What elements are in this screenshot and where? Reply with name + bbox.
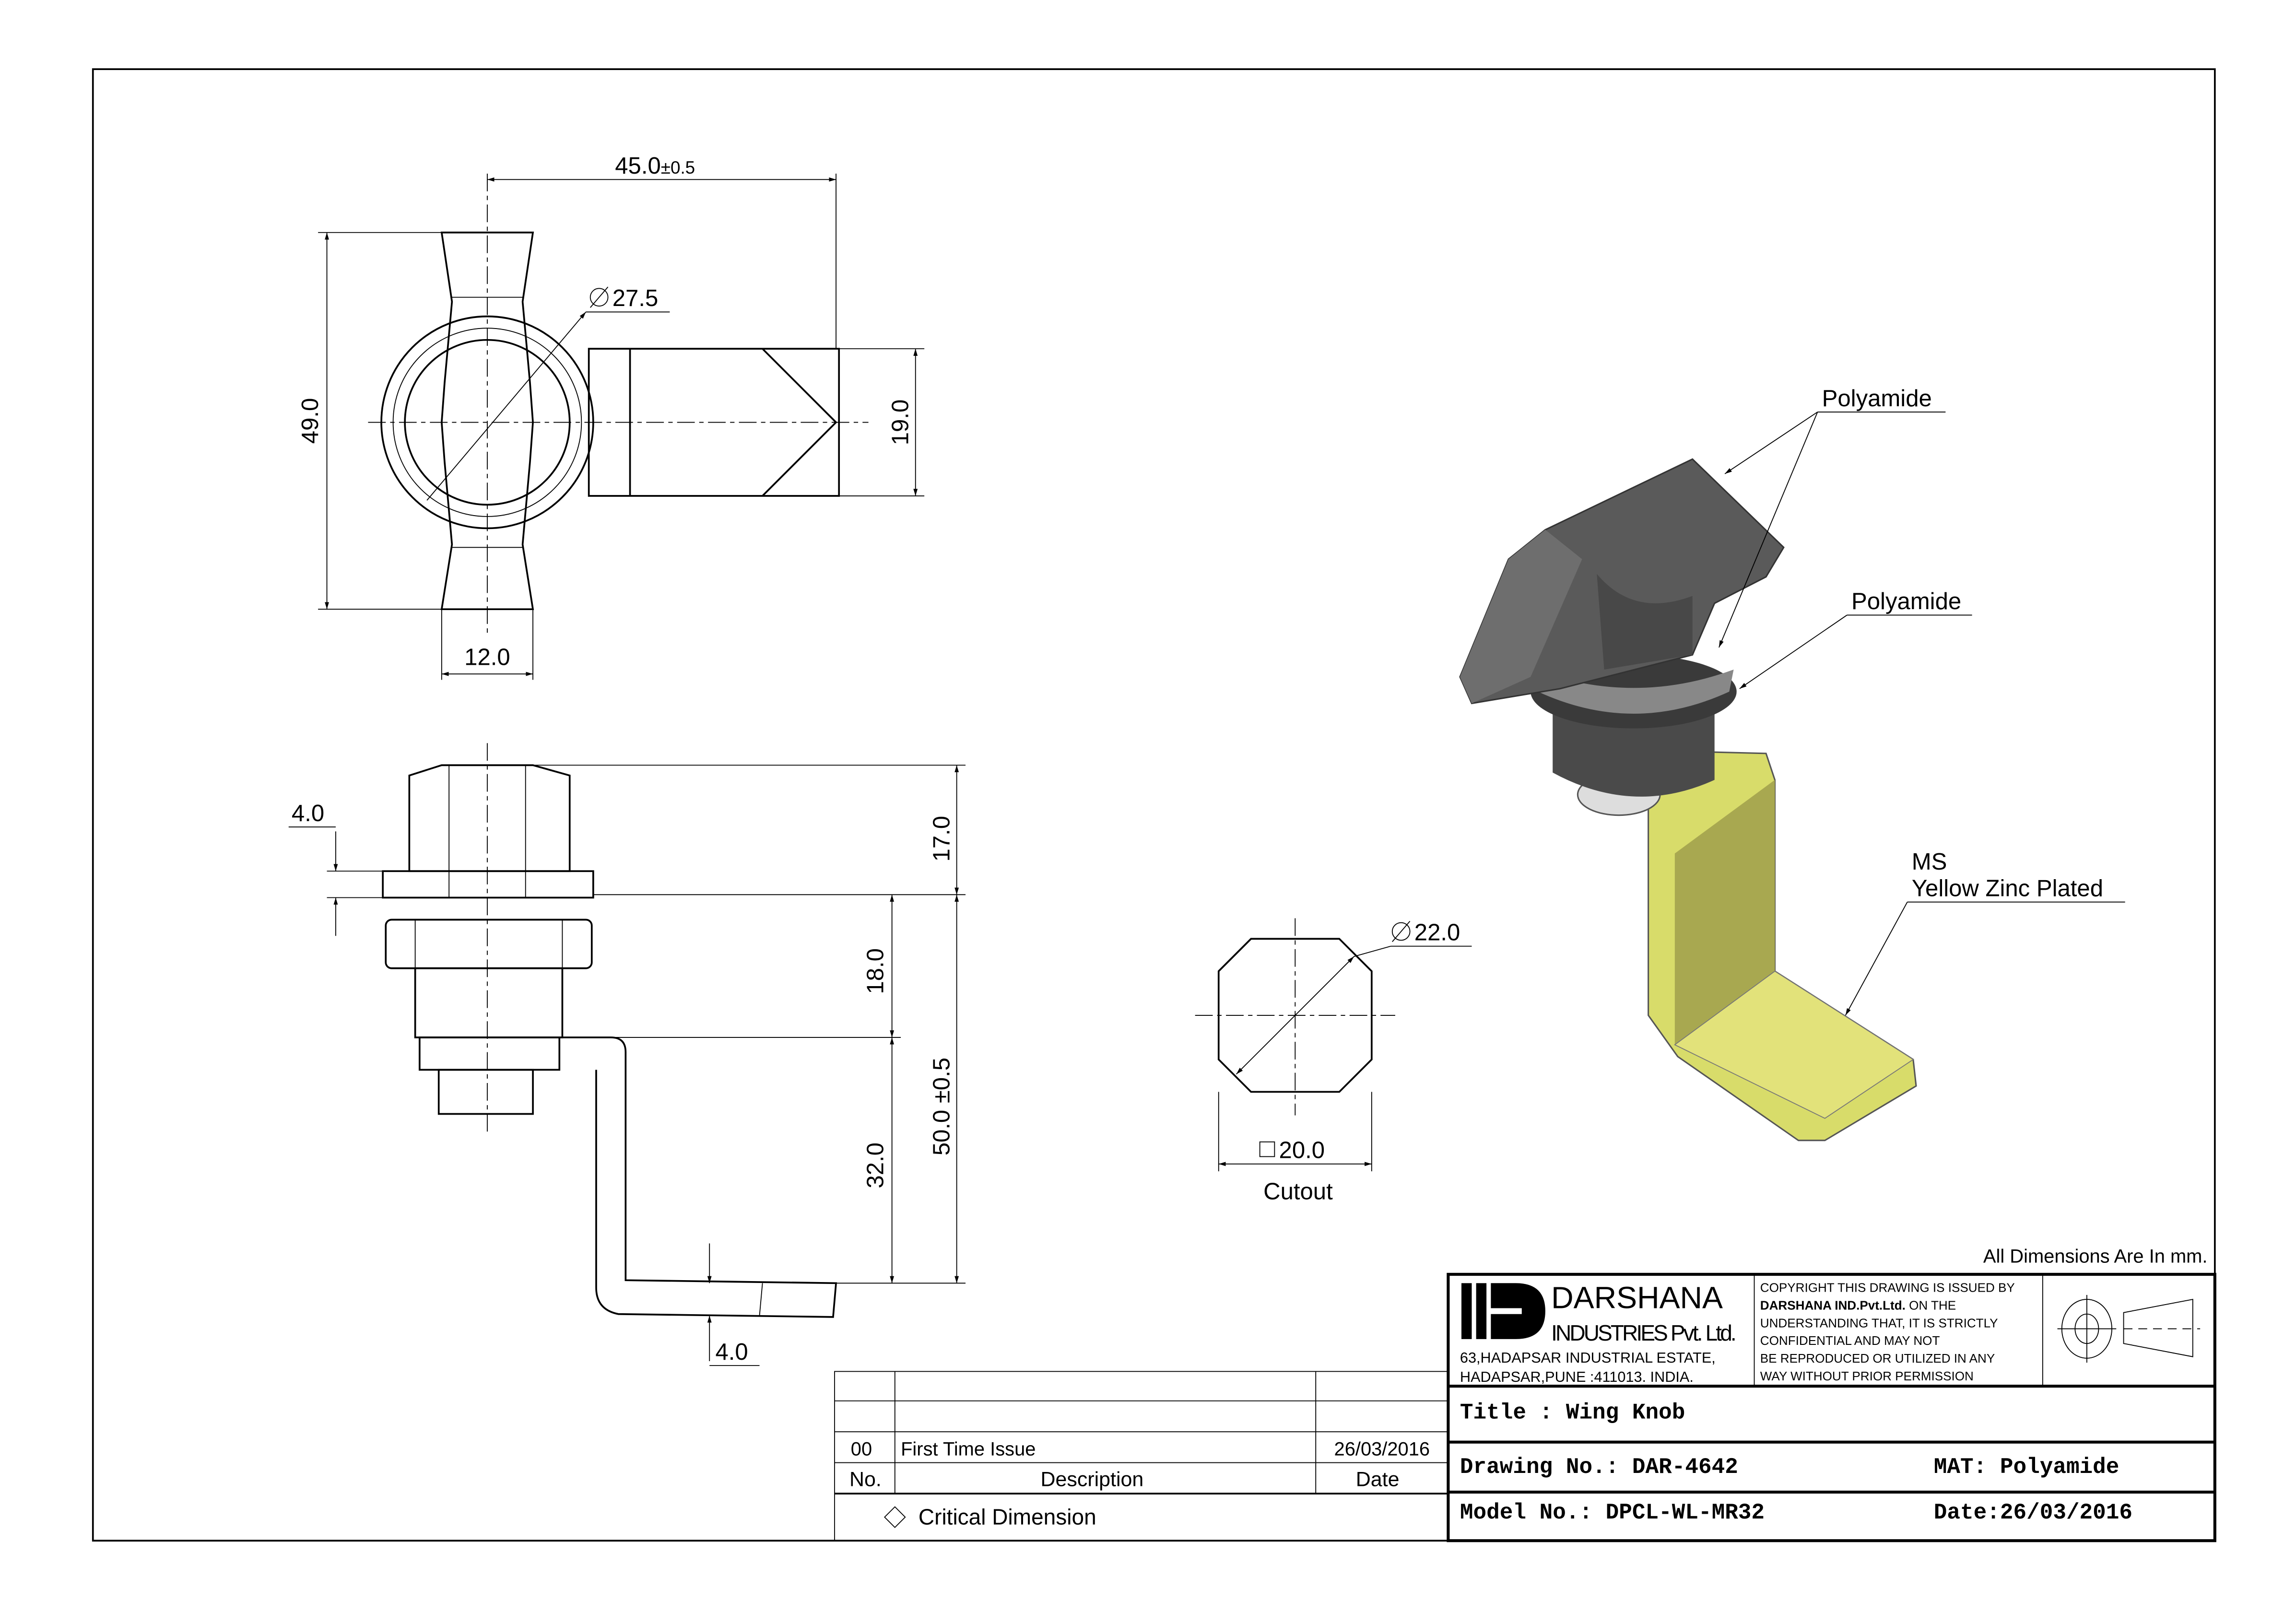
- cutout-label: Cutout: [1263, 1178, 1333, 1204]
- material-callouts: Polyamide Polyamide MS Yellow Zinc Plate…: [1719, 386, 2125, 1016]
- revision-row: 00 First Time Issue 26/03/2016: [851, 1438, 1430, 1460]
- callout-cam-finish: Yellow Zinc Plated: [1912, 875, 2103, 901]
- svg-text:CONFIDENTIAL AND MAY NOT: CONFIDENTIAL AND MAY NOT: [1760, 1333, 1940, 1348]
- units-note: All Dimensions Are In mm.: [1983, 1246, 2208, 1267]
- dim-knob-height: 17.0: [929, 816, 954, 862]
- isometric-render: [1459, 458, 1917, 1142]
- projection-symbol-icon: [2057, 1295, 2201, 1363]
- svg-text:BE REPRODUCED OR UTILIZED IN A: BE REPRODUCED OR UTILIZED IN ANY: [1760, 1351, 1995, 1366]
- critical-diamond-icon: [884, 1506, 906, 1528]
- header-date: Date: [1356, 1468, 1400, 1491]
- cutout-view: 22.0 20.0 Cutout: [1195, 918, 1472, 1204]
- company-name: DARSHANA: [1551, 1280, 1723, 1315]
- company-address-line2: HADAPSAR,PUNE :411013. INDIA.: [1460, 1368, 1694, 1385]
- svg-text:UNDERSTANDING THAT, IT IS STRI: UNDERSTANDING THAT, IT IS STRICTLY: [1760, 1316, 1998, 1330]
- title-block: DARSHANA INDUSTRIES Pvt. Ltd. 63,HADAPSA…: [1447, 1272, 2216, 1542]
- dim-total: 50.0 ±0.5: [929, 1058, 954, 1155]
- material: MAT: Polyamide: [1934, 1455, 2119, 1480]
- drawing-date: Date:26/03/2016: [1934, 1500, 2132, 1525]
- company-subname: INDUSTRIES Pvt. Ltd.: [1551, 1320, 1737, 1345]
- dim-width-tol: ±0.5: [661, 158, 695, 177]
- callout-washer-material: Polyamide: [1851, 589, 1961, 614]
- company-address-line1: 63,HADAPSAR INDUSTRIAL ESTATE,: [1460, 1349, 1716, 1366]
- top-view: 45.0±0.5 27.5 49.0 19.0 12.0: [297, 153, 925, 680]
- svg-text:COPYRIGHT THIS DRAWING IS ISSU: COPYRIGHT THIS DRAWING IS ISSUED BY: [1760, 1281, 2015, 1295]
- model-number: Model No.: DPCL-WL-MR32: [1460, 1500, 1765, 1525]
- callout-cam-material: MS: [1912, 849, 1947, 875]
- drawing-title: Title : Wing Knob: [1460, 1401, 1685, 1425]
- dim-cam-thickness: 4.0: [716, 1339, 748, 1365]
- dim-cutout-diameter: 22.0: [1414, 919, 1460, 945]
- dim-wing: 12.0: [464, 645, 510, 671]
- copyright-notice: COPYRIGHT THIS DRAWING IS ISSUED BY DARS…: [1760, 1281, 2015, 1383]
- svg-text:00: 00: [851, 1438, 872, 1460]
- dim-width: 45.0: [615, 153, 661, 179]
- drawing-number: Drawing No.: DAR-4642: [1460, 1455, 1738, 1480]
- svg-text:First Time Issue: First Time Issue: [901, 1438, 1036, 1460]
- dim-body: 18.0: [862, 948, 888, 994]
- svg-text:26/03/2016: 26/03/2016: [1334, 1438, 1430, 1460]
- svg-text:WAY WITHOUT PRIOR PERMISSION: WAY WITHOUT PRIOR PERMISSION: [1760, 1369, 1974, 1383]
- callout-knob-material: Polyamide: [1822, 386, 1932, 412]
- dim-height: 49.0: [297, 398, 323, 444]
- header-no: No.: [849, 1468, 882, 1491]
- dim-arm: 32.0: [862, 1142, 888, 1189]
- company-logo: [1461, 1283, 1545, 1339]
- revision-table: 00 First Time Issue 26/03/2016 No. Descr…: [834, 1371, 1449, 1542]
- critical-dimension-legend: Critical Dimension: [918, 1504, 1096, 1529]
- dim-cam-width: 19.0: [887, 400, 913, 446]
- svg-text:45.0±0.5: 45.0±0.5: [615, 153, 695, 179]
- dim-flange: 4.0: [292, 800, 324, 826]
- header-description: Description: [1041, 1468, 1144, 1491]
- side-view: 17.0 18.0 32.0 50.0 ±0.5 4.0 4.0: [288, 743, 966, 1366]
- dim-cutout-square: 20.0: [1279, 1138, 1325, 1164]
- svg-text:DARSHANA IND.Pvt.Ltd. ON THE: DARSHANA IND.Pvt.Ltd. ON THE: [1760, 1298, 1956, 1313]
- dim-diameter: 27.5: [612, 285, 659, 311]
